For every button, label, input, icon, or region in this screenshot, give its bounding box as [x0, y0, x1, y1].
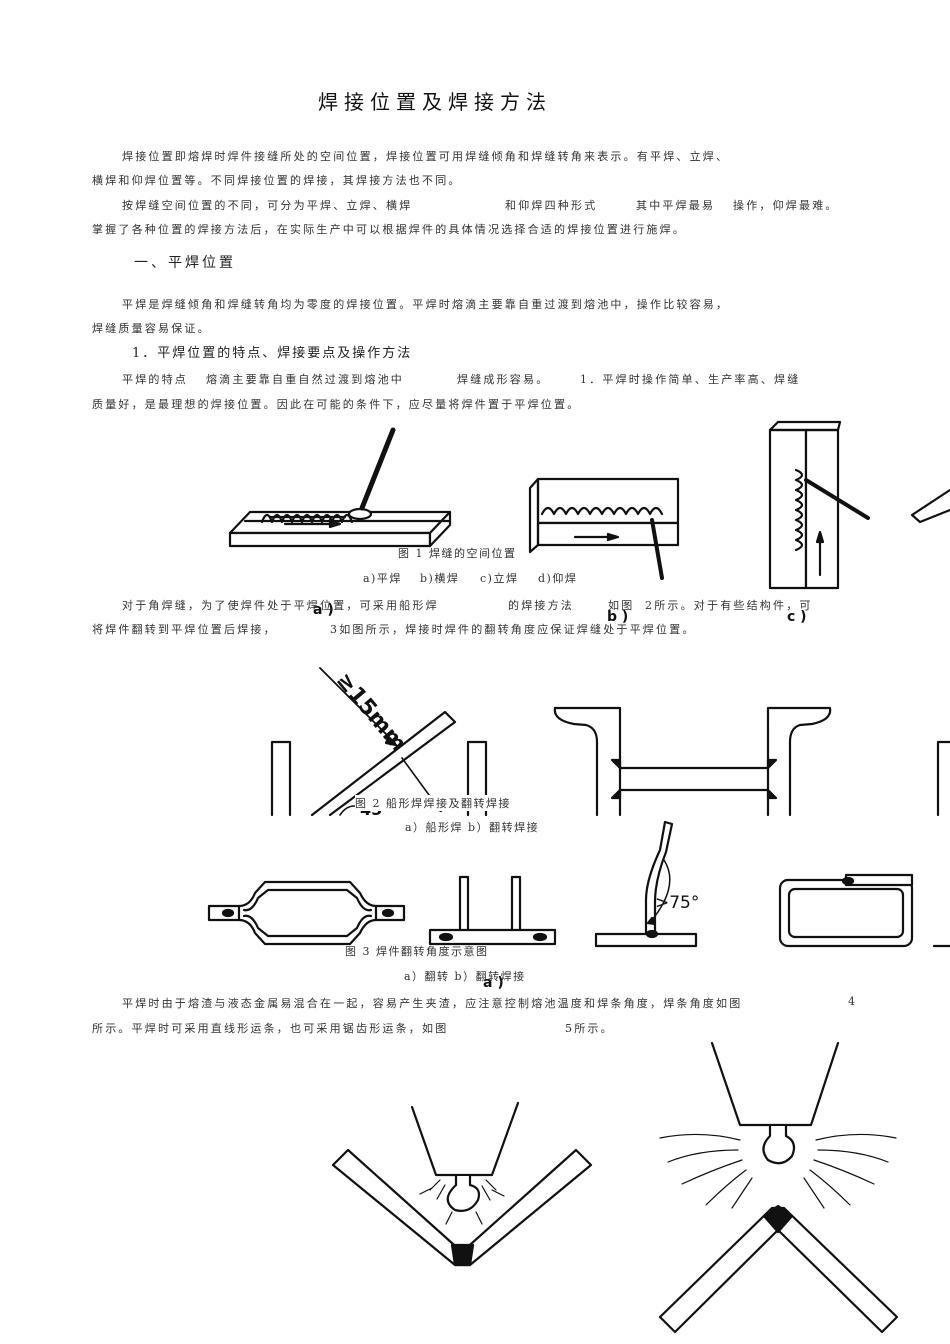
inverted-v-electrode-drawing	[658, 1041, 899, 1334]
figure-1-sub-b: b)横焊	[420, 572, 460, 585]
paragraph-line: 操作，仰焊最难。	[733, 199, 839, 212]
paragraph-line: 1．平焊时操作简单、生产率高、焊缝	[580, 373, 801, 386]
paragraph-line: 和仰焊四种形式	[505, 199, 598, 212]
figure-1-label-b: b )	[607, 609, 629, 625]
paragraph-line: 的焊接方法	[508, 599, 574, 612]
figure-3-caption: 图 3 焊件翻转角度示意图	[345, 945, 489, 958]
figure-1-sub-d: d)仰焊	[538, 572, 578, 585]
paragraph-line: 如图	[608, 599, 635, 612]
flat-weld-drawing	[228, 427, 452, 548]
overhead-weld-drawing	[910, 488, 950, 524]
paragraph-line: 对于角焊缝，为了使焊件处于平焊位置，可采用船形焊	[122, 599, 439, 612]
paragraph-line: 4	[848, 995, 858, 1008]
fig3-angle-label: >75°	[655, 893, 700, 913]
paragraph-line: 质量好，是最理想的焊接位置。因此在可能的条件下，应尽量将焊件置于平焊位置。	[92, 398, 581, 411]
flip-angle-channel-drawing	[428, 875, 557, 946]
paragraph-line: 平焊的特点	[122, 373, 188, 386]
figure-2-caption: 图 2 船形焊焊接及翻转焊接	[355, 795, 511, 811]
document-title: 焊接位置及焊接方法	[318, 90, 552, 114]
flip-box-drawing	[207, 880, 406, 946]
paragraph-line: 焊接位置即熔焊时焊件接缝所处的空间位置，焊接位置可用焊缝倾角和焊缝转角来表示。有…	[122, 150, 730, 163]
paragraph-line: 焊缝成形容易。	[457, 373, 550, 386]
flip-angle-bent-plate-drawing	[594, 820, 698, 948]
paragraph-line: 5所示。	[565, 1022, 614, 1035]
subsection-heading: 1．平焊位置的特点、焊接要点及操作方法	[132, 346, 413, 361]
flip-frame-drawing	[778, 873, 950, 948]
v-groove-electrode-drawing	[331, 1101, 593, 1267]
paragraph-line: 2所示。对于有些结构件，可	[645, 599, 813, 612]
figure-3-label-a: a )	[483, 975, 504, 991]
horizontal-weld-drawing	[528, 477, 680, 580]
paragraph-line: 按焊缝空间位置的不同，可分为平焊、立焊、横焊	[122, 199, 413, 212]
figure-1-sub-a: a)平焊	[363, 572, 402, 585]
paragraph-line: 将焊件翻转到平焊位置后焊接，	[92, 623, 277, 636]
paragraph-line: 平焊时由于熔渣与液态金属易混合在一起，容易产生夹渣，应注意控制熔池温度和焊条角度…	[122, 997, 743, 1010]
paragraph-line: 熔滴主要靠自重自然过渡到熔池中	[206, 373, 404, 386]
paragraph-line: 平焊是焊缝倾角和焊缝转角均为零度的焊接位置。平焊时熔滴主要靠自重过渡到熔池中，操…	[122, 298, 730, 311]
figure-1-caption: 图 1 焊缝的空间位置	[398, 547, 517, 560]
flip-weld-i-beam-drawing	[553, 706, 950, 817]
figure-1-label-c: c )	[787, 609, 807, 625]
figure-3-subcaption: a）翻转 b）翻转焊接	[404, 970, 526, 983]
figure-1-sub-c: c)立焊	[480, 572, 519, 585]
paragraph-line: 焊缝质量容易保证。	[92, 322, 211, 335]
paragraph-line: 横焊和仰焊位置等。不同焊接位置的焊接，其焊接方法也不同。	[92, 174, 462, 187]
figure-1-label-a: a )	[313, 602, 334, 618]
vertical-weld-drawing	[768, 420, 870, 590]
paragraph-line: 所示。平焊时可采用直线形运条，也可采用锯齿形运条，如图	[92, 1022, 449, 1035]
paragraph-line: 3如图所示，焊接时焊件的翻转角度应保证焊缝处于平焊位置。	[330, 623, 696, 636]
figure-2-subcaption: a）船形焊 b）翻转焊接	[405, 819, 540, 835]
section-heading: 一、平焊位置	[134, 255, 236, 271]
paragraph-line: 其中平焊最易	[636, 199, 716, 212]
paragraph-line: 掌握了各种位置的焊接方法后，在实际生产中可以根据焊件的具体情况选择合适的焊接位置…	[92, 223, 686, 236]
